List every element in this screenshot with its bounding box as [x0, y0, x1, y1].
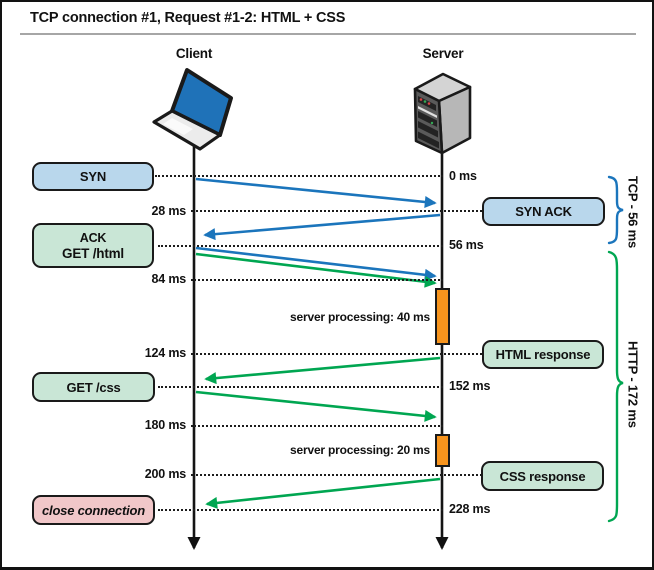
time-label-0ms: 0 ms: [449, 169, 477, 183]
gridline-200ms: [191, 474, 482, 476]
get-html-label: GET /html: [62, 245, 124, 261]
css-response-arrow: [205, 477, 441, 509]
html-response-arrow: [204, 356, 441, 385]
http-brace-label: HTTP - 172 ms: [625, 340, 641, 428]
server-processing-block-20ms: [435, 434, 450, 467]
server-column-label: Server: [422, 46, 464, 61]
html-response-box: HTML response: [482, 340, 604, 369]
time-label-28ms: 28 ms: [151, 204, 187, 218]
ack-get-html-box: ACK GET /html: [32, 223, 154, 268]
time-label-180ms: 180 ms: [144, 418, 186, 432]
gridline-28ms: [191, 210, 482, 212]
server-processing-40ms-label: server processing: 40 ms: [290, 310, 430, 324]
get-css-box: GET /css: [32, 372, 155, 402]
server-processing-block-40ms: [435, 288, 450, 345]
gridline-228ms: [158, 509, 443, 511]
time-label-228ms: 228 ms: [449, 502, 491, 516]
gridline-152ms: [158, 386, 443, 388]
tcp-brace: [607, 175, 624, 245]
css-response-box: CSS response: [481, 461, 604, 491]
title-divider: [20, 33, 636, 35]
laptop-icon: [152, 68, 233, 151]
get-html-arrow: [195, 252, 437, 288]
syn-ack-box: SYN ACK: [482, 197, 605, 226]
gridline-124ms: [191, 353, 482, 355]
time-label-56ms: 56 ms: [449, 238, 484, 252]
http-brace: [607, 250, 624, 523]
diagram-title: TCP connection #1, Request #1-2: HTML + …: [30, 10, 346, 26]
gridline-56ms: [158, 245, 443, 247]
syn-arrow: [195, 177, 437, 208]
gridline-0ms: [155, 175, 443, 177]
time-label-200ms: 200 ms: [144, 467, 186, 481]
ack-label: ACK: [79, 230, 107, 245]
syn-ack-arrow: [203, 213, 441, 241]
server-icon: [413, 72, 472, 155]
close-connection-box: close connection: [32, 495, 155, 525]
syn-box: SYN: [32, 162, 154, 191]
ack-arrow: [195, 246, 437, 281]
gridline-180ms: [191, 425, 443, 427]
server-processing-20ms-label: server processing: 20 ms: [290, 443, 430, 457]
time-label-124ms: 124 ms: [144, 346, 186, 360]
time-label-152ms: 152 ms: [449, 379, 491, 393]
time-label-84ms: 84 ms: [151, 272, 187, 286]
gridline-84ms: [191, 279, 443, 281]
client-column-label: Client: [175, 46, 213, 61]
get-css-arrow: [195, 390, 437, 422]
tcp-brace-label: TCP - 56 ms: [625, 176, 641, 248]
